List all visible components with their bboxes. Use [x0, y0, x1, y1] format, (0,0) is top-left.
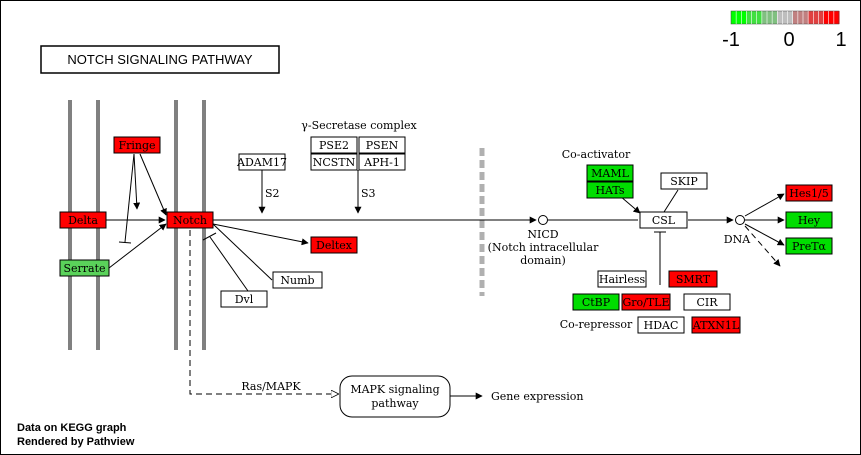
dna-label: DNA: [724, 233, 751, 246]
legend-tick-mid: 0: [783, 29, 794, 51]
gene-label-delta: Delta: [68, 214, 98, 227]
gene-node-ncstn[interactable]: NCSTN: [310, 153, 358, 171]
legend-cell: [808, 11, 825, 24]
gene-node-ctbp[interactable]: CtBP: [572, 293, 620, 311]
gene-label-cir: CIR: [696, 296, 718, 309]
footer-line-2: Rendered by Pathview: [17, 436, 135, 448]
gene-node-atxn1l[interactable]: ATXN1L: [691, 316, 741, 334]
gene-label-csl: CSL: [652, 214, 676, 227]
footer-line-1: Data on KEGG graph: [17, 422, 127, 434]
gene-label-ncstn: NCSTN: [313, 156, 356, 169]
legend-tick-max: 1: [835, 29, 846, 51]
gamma-secretase-label: γ-Secretase complex: [301, 119, 417, 132]
gene-label-pretalpha: PreTα: [792, 240, 827, 253]
svg-text:MAPK signaling: MAPK signaling: [350, 383, 439, 396]
gene-node-grotle[interactable]: Gro/TLE: [621, 293, 671, 311]
gene-node-smrt[interactable]: SMRT: [668, 270, 718, 288]
footer: Data on KEGG graph Rendered by Pathview: [17, 422, 135, 448]
edges: [106, 153, 785, 400]
legend-cell: [761, 11, 778, 24]
gene-node-aph1[interactable]: APH-1: [358, 153, 406, 171]
gene-node-pse2[interactable]: PSE2: [310, 136, 358, 154]
pathway-title: NOTCH SIGNALING PATHWAY: [40, 45, 280, 74]
gene-label-grotle: Gro/TLE: [622, 296, 669, 309]
svg-text:NOTCH SIGNALING PATHWAY: NOTCH SIGNALING PATHWAY: [67, 52, 252, 67]
gene-label-hairless: Hairless: [599, 273, 646, 286]
gene-node-hats[interactable]: HATs: [586, 181, 634, 199]
gene-node-deltex[interactable]: Deltex: [310, 236, 358, 254]
gene-label-smrt: SMRT: [676, 273, 711, 286]
gene-label-aph1: APH-1: [363, 156, 400, 169]
gene-node-dvl[interactable]: Dvl: [220, 290, 268, 308]
gene-node-hey[interactable]: Hey: [785, 211, 833, 229]
gene-label-serrate: Serrate: [63, 262, 105, 275]
gene-label-notch: Notch: [173, 214, 207, 227]
legend-tick-min: -1: [722, 29, 740, 51]
nicd-full-label-1: (Notch intracellular: [488, 241, 599, 254]
color-legend: -1 0 1: [722, 10, 847, 51]
gene-node-skip[interactable]: SKIP: [660, 172, 708, 190]
gene-label-pse2: PSE2: [319, 139, 349, 152]
gene-node-hes15[interactable]: Hes1/5: [785, 184, 833, 202]
dna-node: [735, 215, 745, 225]
legend-cell: [731, 11, 747, 24]
coactivator-label: Co-activator: [562, 148, 631, 161]
gene-node-psen[interactable]: PSEN: [358, 136, 406, 154]
s2-label: S2: [265, 187, 280, 200]
gene-label-ctbp: CtBP: [582, 296, 611, 309]
nicd-full-label-2: domain): [520, 254, 566, 267]
gene-label-atxn1l: ATXN1L: [692, 319, 740, 332]
gene-label-psen: PSEN: [366, 139, 399, 152]
gene-label-deltex: Deltex: [316, 239, 353, 252]
nicd-node: [538, 215, 548, 225]
nicd-label: NICD: [527, 228, 558, 241]
gene-label-skip: SKIP: [670, 175, 698, 188]
gene-node-delta[interactable]: Delta: [59, 211, 107, 229]
gene-node-notch[interactable]: Notch: [166, 211, 214, 229]
gene-node-hairless[interactable]: Hairless: [597, 270, 647, 288]
gene-expression-label: Gene expression: [491, 390, 583, 403]
mapk-pathway-node[interactable]: MAPK signaling pathway: [339, 375, 451, 418]
legend-cell: [746, 11, 763, 24]
gene-node-pretalpha[interactable]: PreTα: [785, 237, 833, 255]
corepressor-label: Co-repressor: [560, 318, 633, 331]
gene-node-maml[interactable]: MAML: [586, 164, 634, 182]
legend-cell: [792, 11, 809, 24]
gene-label-numb: Numb: [280, 274, 314, 287]
gene-label-adam17: ADAM17: [236, 156, 287, 169]
legend-cell: [777, 11, 794, 24]
s3-label: S3: [361, 187, 376, 200]
ras-mapk-label: Ras/MAPK: [241, 380, 301, 393]
gene-label-hey: Hey: [798, 214, 821, 227]
gene-label-fringe: Fringe: [118, 139, 155, 152]
gene-node-hdac[interactable]: HDAC: [637, 316, 685, 334]
gene-label-hes15: Hes1/5: [789, 187, 828, 200]
gene-label-hdac: HDAC: [644, 319, 679, 332]
gene-node-csl[interactable]: CSL: [639, 211, 688, 229]
annotations: γ-Secretase complex S2 S3 NICD (Notch in…: [241, 119, 751, 403]
legend-cell: [823, 11, 840, 24]
gene-node-fringe[interactable]: Fringe: [113, 136, 161, 154]
svg-text:pathway: pathway: [371, 397, 419, 410]
gene-node-cir[interactable]: CIR: [683, 293, 731, 311]
gene-node-serrate[interactable]: Serrate: [59, 259, 110, 277]
gene-node-adam17[interactable]: ADAM17: [236, 153, 287, 171]
gene-label-dvl: Dvl: [235, 293, 254, 306]
gene-label-maml: MAML: [591, 167, 629, 180]
gene-node-numb[interactable]: Numb: [272, 271, 323, 289]
gene-label-hats: HATs: [595, 184, 624, 197]
legend-gradient: [730, 10, 840, 25]
